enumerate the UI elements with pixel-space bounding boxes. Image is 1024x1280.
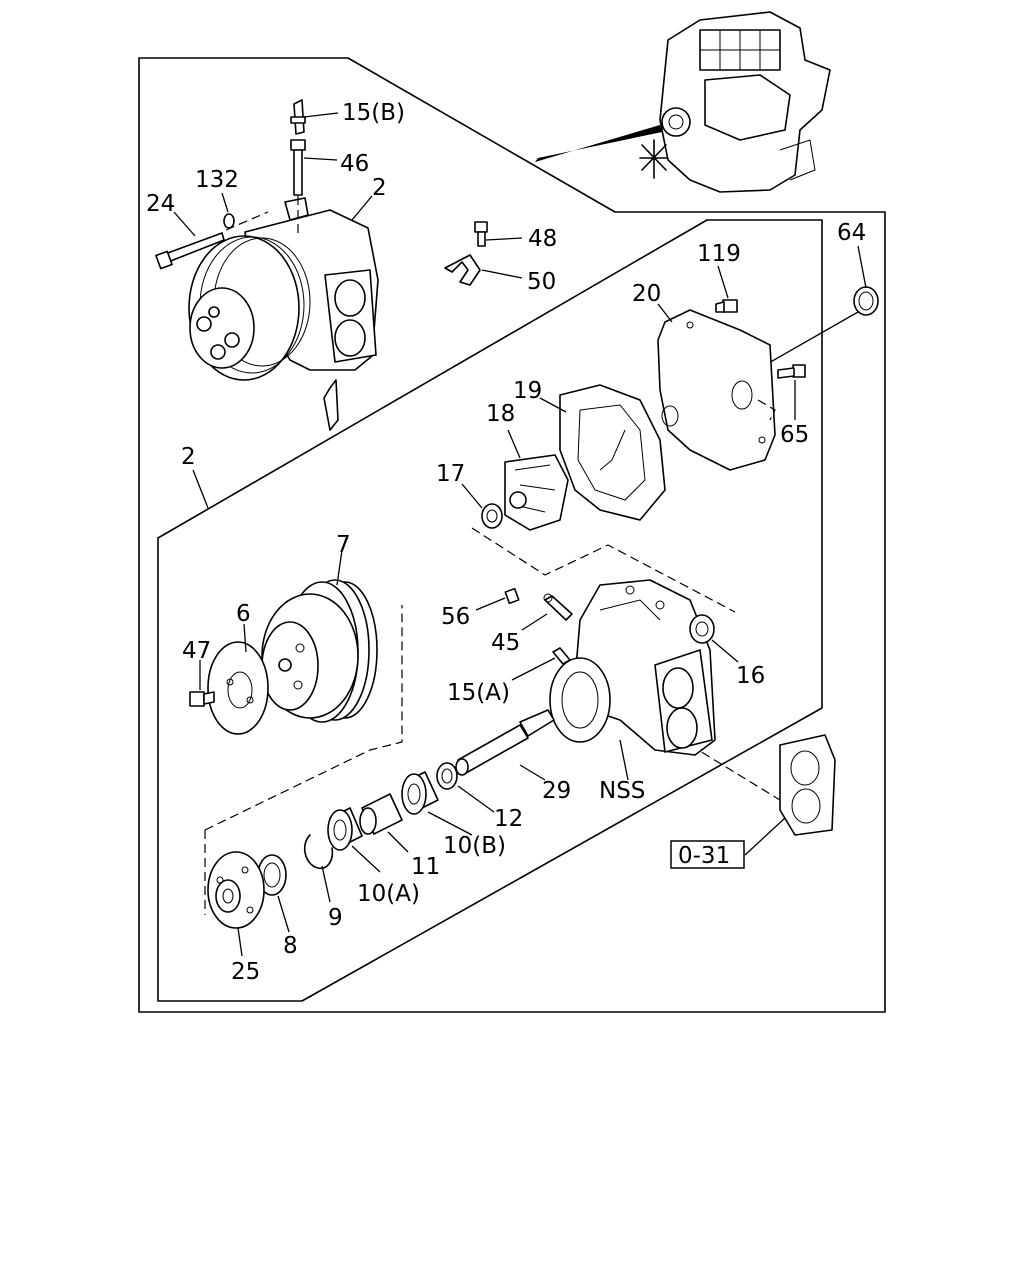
dashed-connector-2 [757,399,776,421]
pump-assembly-top [188,197,379,431]
snap-ring-9 [303,834,334,870]
engine-locator-icon [535,11,831,193]
callout-56: 56 [441,604,470,630]
spacer-11 [359,793,403,835]
outer-frame [138,57,886,1013]
pump-body [549,579,716,756]
callout-24: 24 [146,191,175,217]
dashed-connector-5 [689,744,781,801]
dashed-connector-3 [204,605,403,831]
callout-12: 12 [494,806,523,832]
bolt-48-icon [474,221,488,247]
inner-frame [157,219,823,1002]
plug-56-icon [504,587,520,605]
callout-46: 46 [340,151,369,177]
callout-29: 29 [542,778,571,804]
bearing-10b [401,771,439,815]
hub-25 [207,851,265,929]
leader-lines [173,112,867,957]
callout-2-top: 2 [372,175,387,201]
bolt-119-icon [715,299,738,313]
reference-box: 0-31 [670,840,745,869]
gasket-nss [779,734,836,836]
callout-8: 8 [283,933,298,959]
pulley-7 [261,579,378,723]
seal-16 [689,614,715,644]
callout-25: 25 [231,959,260,985]
shaft-29 [455,709,555,776]
callout-16: 16 [736,663,765,689]
callout-45: 45 [491,630,520,656]
locator-pointer [535,125,662,162]
bolt-46-icon [290,139,306,235]
callout-nss: NSS [599,778,645,804]
callout-10b: 10(B) [443,833,506,859]
bolt-15b-icon [290,99,306,135]
gasket-19 [559,384,666,521]
bolt-47-icon [189,691,215,707]
flange-6 [207,641,269,735]
callout-20: 20 [632,281,661,307]
reference-box-label: 0-31 [678,843,730,869]
callout-48: 48 [528,226,557,252]
washer-132-icon [223,213,235,229]
bolt-65-icon [777,364,806,379]
callout-15a: 15(A) [447,680,510,706]
callout-64: 64 [837,220,866,246]
pipe-45-icon [543,593,573,621]
dashed-connector-1 [471,527,736,613]
callout-132: 132 [195,167,239,193]
cover-plate-20 [657,309,776,471]
callout-50: 50 [527,269,556,295]
callout-18: 18 [486,401,515,427]
callout-19: 19 [513,378,542,404]
callout-11: 11 [411,854,440,880]
washer-12 [436,762,458,790]
callout-9: 9 [328,905,343,931]
callout-17: 17 [436,461,465,487]
callout-6: 6 [236,601,251,627]
callout-2-mid: 2 [181,444,196,470]
callout-10a: 10(A) [357,881,420,907]
callout-15b: 15(B) [342,100,405,126]
bearing-10a [327,807,363,851]
seal-17 [481,503,503,529]
callout-65: 65 [780,422,809,448]
callout-7: 7 [336,532,351,558]
callout-119: 119 [697,241,741,267]
callout-47: 47 [182,638,211,664]
o-ring-64-icon [759,286,879,369]
clip-50-icon [444,254,481,286]
impeller-18 [504,454,569,531]
bolt-24-icon [155,211,269,270]
